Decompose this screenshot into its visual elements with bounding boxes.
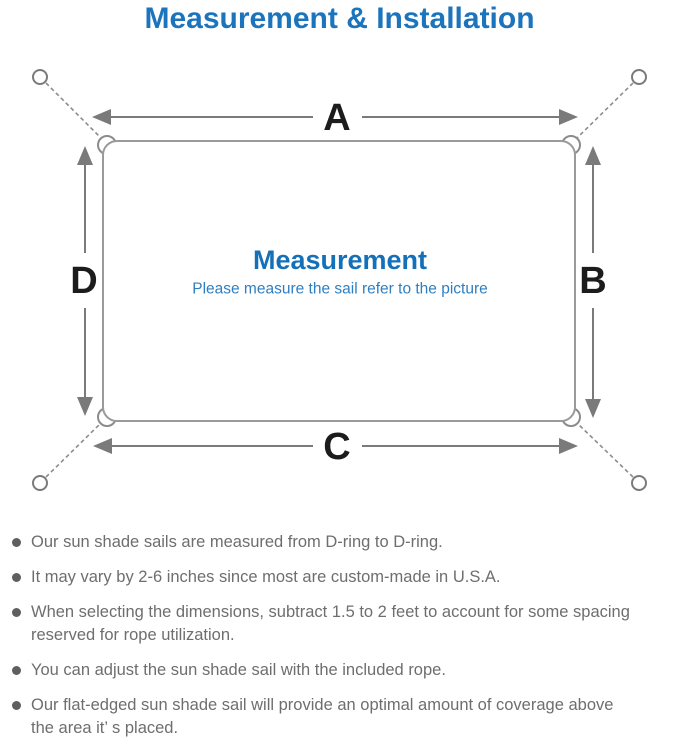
arrow-c-left-head-icon — [93, 438, 112, 454]
dim-label-c: C — [323, 426, 350, 468]
bullet-icon — [12, 666, 21, 675]
dim-label-a: A — [323, 97, 350, 139]
tether-top-left-line — [45, 82, 102, 139]
anchor-point-bottom-right-icon — [631, 475, 647, 491]
arrow-d-up-head-icon — [77, 146, 93, 165]
bullet-icon — [12, 573, 21, 582]
arrow-c-right-head-icon — [559, 438, 578, 454]
anchor-point-top-right-icon — [631, 69, 647, 85]
dim-label-b: B — [579, 260, 606, 302]
tether-top-right-line — [576, 82, 634, 139]
note-text: Our flat-edged sun shade sail will provi… — [31, 696, 614, 737]
list-item: When selecting the dimensions, subtract … — [10, 601, 671, 647]
measurement-diagram: A C D B Measurement Please measure the s… — [32, 69, 647, 491]
list-item: You can adjust the sun shade sail with t… — [10, 659, 671, 682]
arrow-a-left-head-icon — [92, 109, 111, 125]
dim-label-d: D — [70, 260, 97, 302]
note-text: You can adjust the sun shade sail with t… — [31, 661, 446, 679]
note-text: When selecting the dimensions, subtract … — [31, 603, 630, 644]
arrow-d-down-head-icon — [77, 397, 93, 416]
bullet-icon — [12, 608, 21, 617]
list-item: Our flat-edged sun shade sail will provi… — [10, 694, 671, 739]
dim-arrow-a — [92, 109, 578, 125]
dim-arrow-c — [93, 438, 578, 454]
page-title: Measurement & Installation — [144, 2, 535, 35]
bullet-icon — [12, 701, 21, 710]
list-item: Our sun shade sails are measured from D-… — [10, 531, 671, 554]
tether-lines — [45, 82, 634, 478]
anchor-point-bottom-left-icon — [32, 475, 48, 491]
diagram-center-title: Measurement — [253, 245, 427, 275]
note-text: Our sun shade sails are measured from D-… — [31, 533, 443, 551]
anchor-point-top-left-icon — [32, 69, 48, 85]
tether-bottom-right-line — [576, 422, 634, 478]
tether-bottom-left-line — [45, 422, 102, 478]
note-text: It may vary by 2-6 inches since most are… — [31, 568, 501, 586]
list-item: It may vary by 2-6 inches since most are… — [10, 566, 671, 589]
dim-arrow-b — [585, 146, 601, 418]
shade-sail-outline — [102, 140, 576, 422]
diagram-center-subtitle: Please measure the sail refer to the pic… — [192, 281, 488, 298]
notes-list: Our sun shade sails are measured from D-… — [10, 531, 671, 739]
dim-arrow-d — [77, 146, 93, 416]
bullet-icon — [12, 538, 21, 547]
anchor-points — [32, 69, 647, 491]
arrow-b-down-head-icon — [585, 399, 601, 418]
arrow-a-right-head-icon — [559, 109, 578, 125]
arrow-b-up-head-icon — [585, 146, 601, 165]
